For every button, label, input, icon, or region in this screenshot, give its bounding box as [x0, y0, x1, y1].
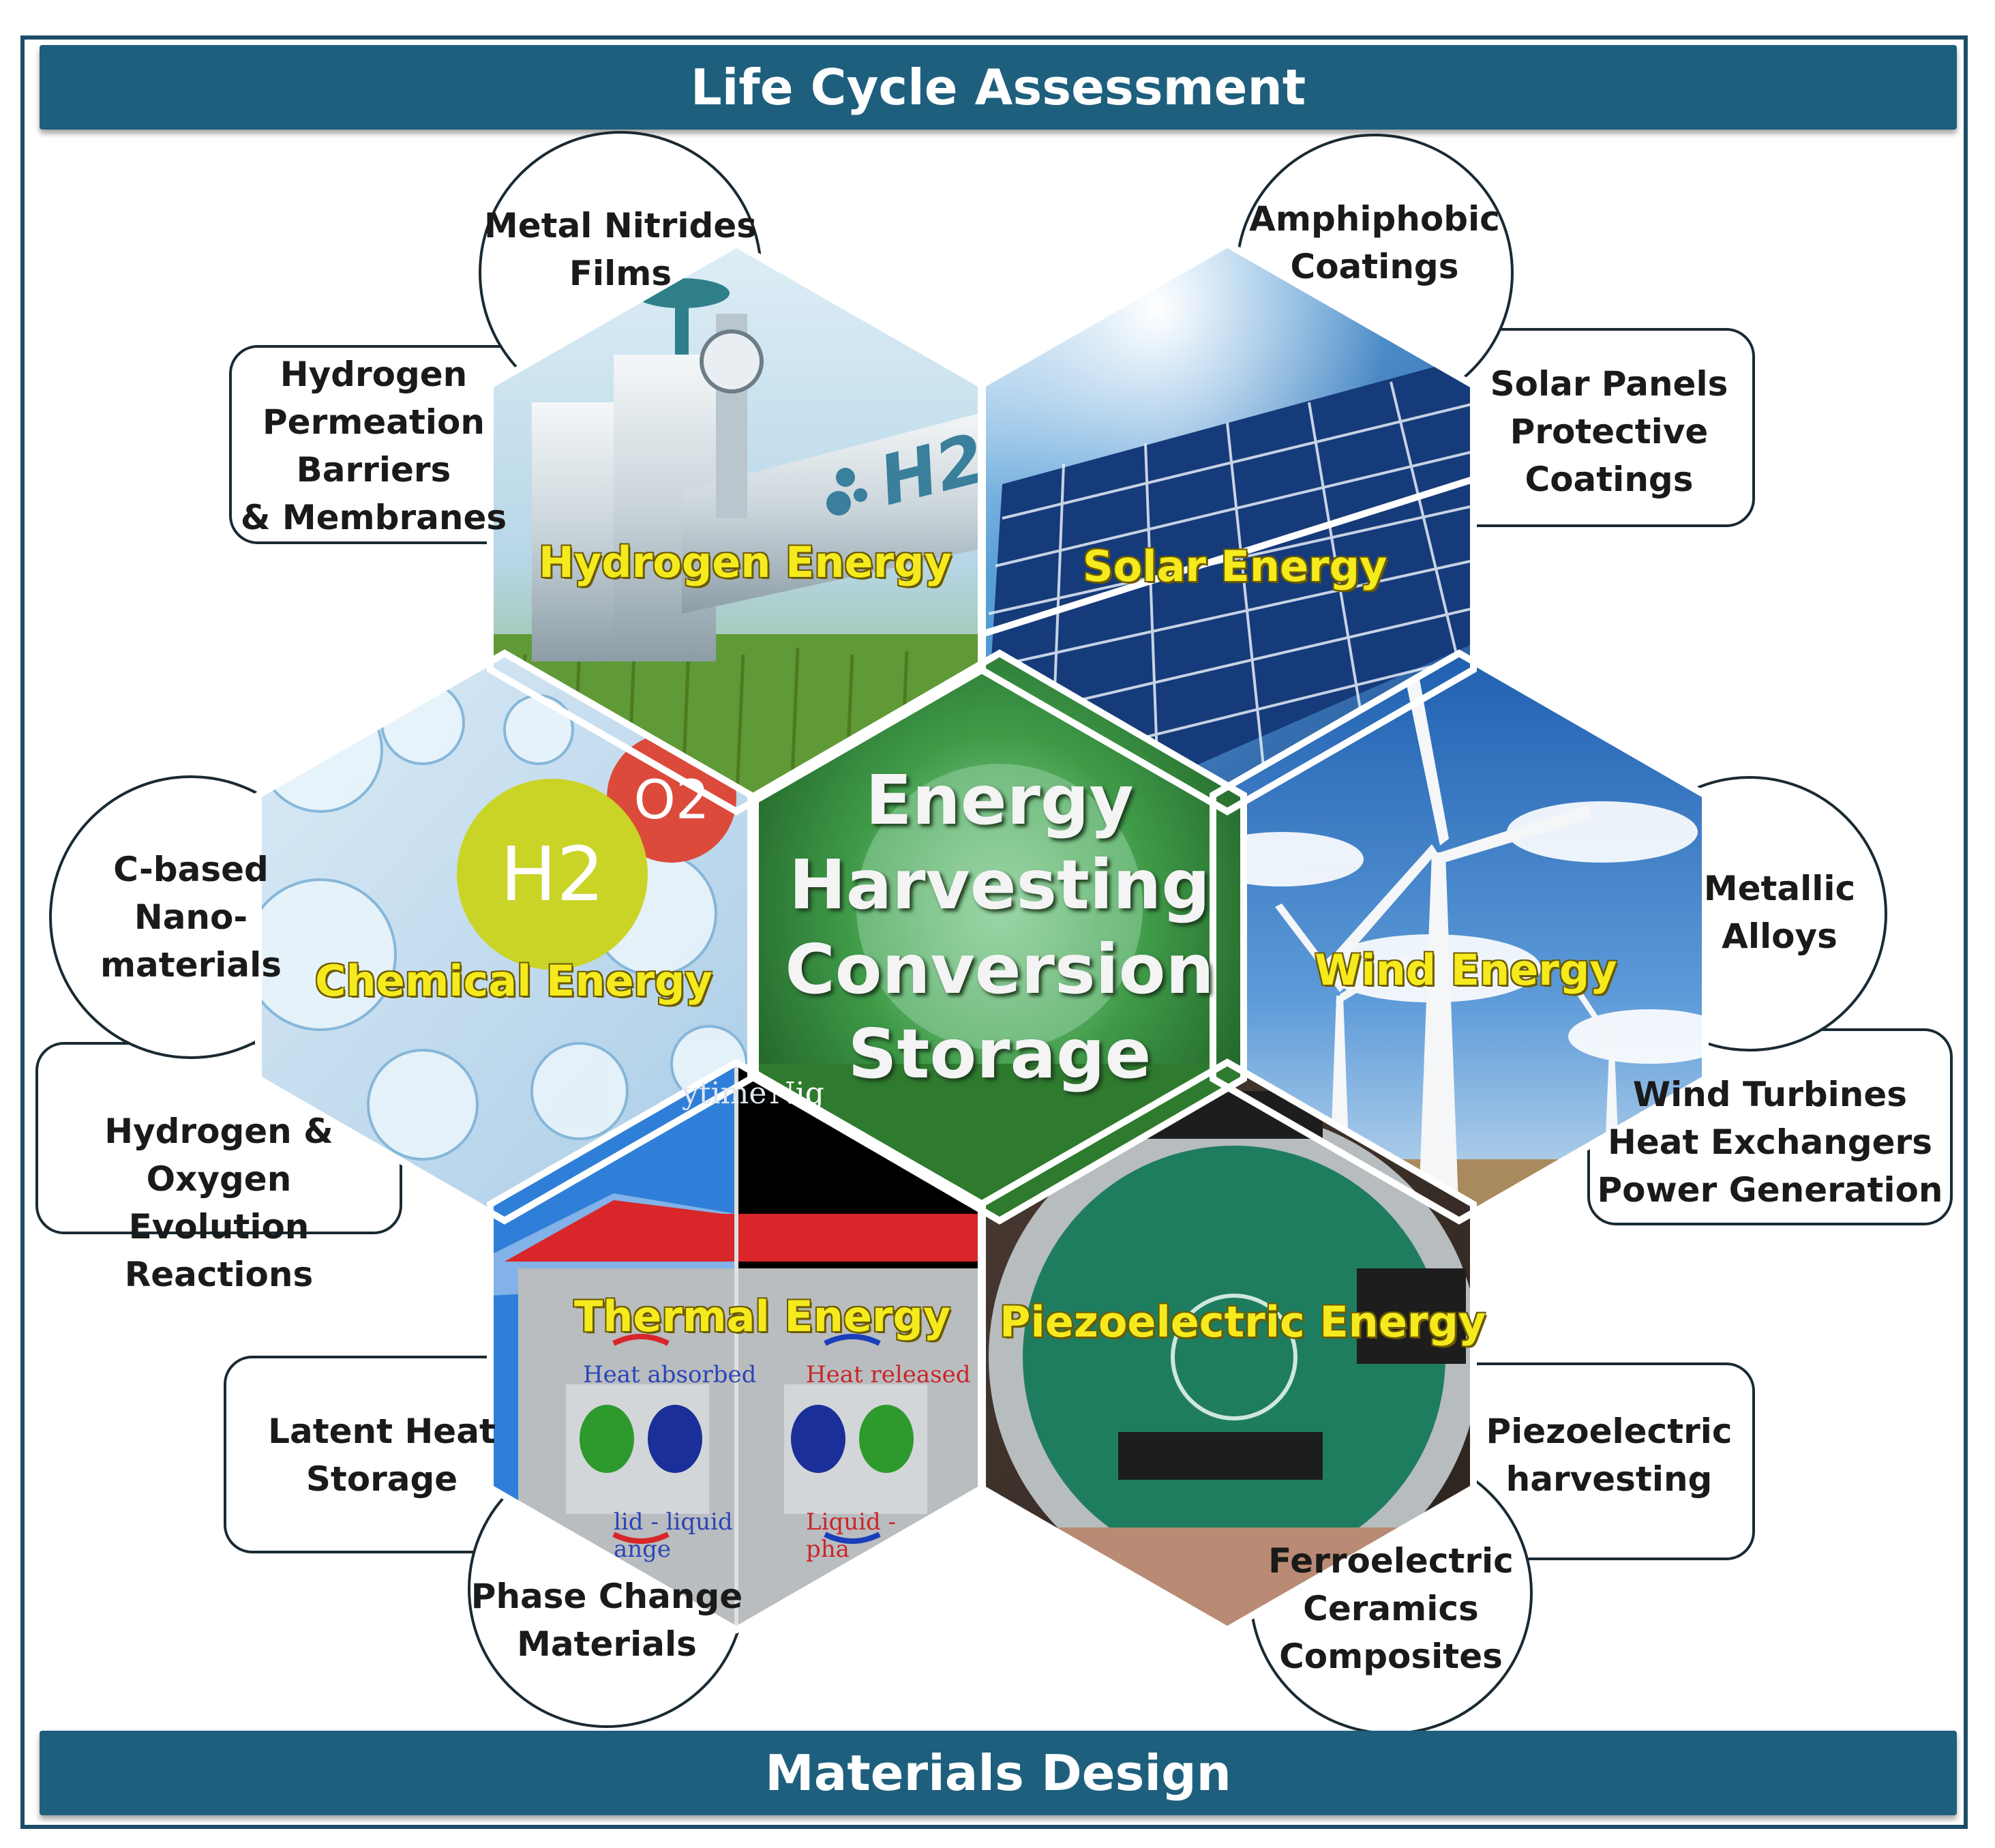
- solar-energy-label: Solar Energy: [1083, 541, 1388, 591]
- amphiphobic-label: Amphiphobic Coatings: [1249, 199, 1500, 286]
- heat-absorbed-text: Heat absorbed: [583, 1361, 757, 1388]
- night-text: Nig: [769, 1076, 824, 1111]
- daytime-text: ytime: [682, 1076, 767, 1111]
- c-based-label: C-based Nano- materials: [100, 850, 282, 985]
- solid-liquid-text: lid - liquid ange: [614, 1508, 733, 1563]
- outer-frame: [20, 35, 1968, 1829]
- liquid-text: Liquid - pha: [806, 1508, 897, 1563]
- solar-panels-label: Solar Panels Protective Coatings: [1490, 364, 1728, 499]
- o2-molecule-text: O2: [633, 770, 709, 831]
- top-banner-text: Life Cycle Assessment: [690, 59, 1306, 116]
- hydrogen-oxygen-label: Hydrogen & Oxygen Evolution Reactions: [104, 1112, 333, 1294]
- chemical-energy-label: Chemical Energy: [315, 956, 712, 1006]
- energy-harvesting-label: Energy Harvesting Conversion Storage: [785, 760, 1214, 1094]
- hydrogen-energy-label: Hydrogen Energy: [539, 537, 952, 587]
- life-cycle-assessment-banner: Life Cycle Assessment: [40, 45, 1957, 130]
- hydrogen-permeation-label: Hydrogen Permeation Barriers & Membranes: [240, 355, 507, 537]
- phase-change-label: Phase Change Materials: [470, 1577, 743, 1664]
- heat-released-text: Heat released: [806, 1361, 971, 1388]
- metallic-alloys-label: Metallic Alloys: [1703, 869, 1856, 956]
- wind-energy-label: Wind Energy: [1315, 945, 1617, 995]
- bottom-banner-text: Materials Design: [765, 1744, 1231, 1802]
- ferroelectric-label: Ferroelectric Ceramics Composites: [1268, 1541, 1514, 1676]
- materials-design-banner: Materials Design: [40, 1731, 1957, 1815]
- piezoelectric-energy-label: Piezoelectric Energy: [1000, 1297, 1486, 1347]
- wind-turbines-label: Wind Turbines Heat Exchangers Power Gene…: [1597, 1075, 1943, 1210]
- metal-nitrides-label: Metal Nitrides Films: [484, 206, 757, 293]
- h2-molecule-text: H2: [500, 831, 605, 918]
- thermal-energy-label: Thermal Energy: [574, 1292, 951, 1341]
- piezo-harvesting-label: Piezoelectric harvesting: [1486, 1412, 1732, 1499]
- latent-heat-label: Latent Heat Storage: [268, 1412, 496, 1499]
